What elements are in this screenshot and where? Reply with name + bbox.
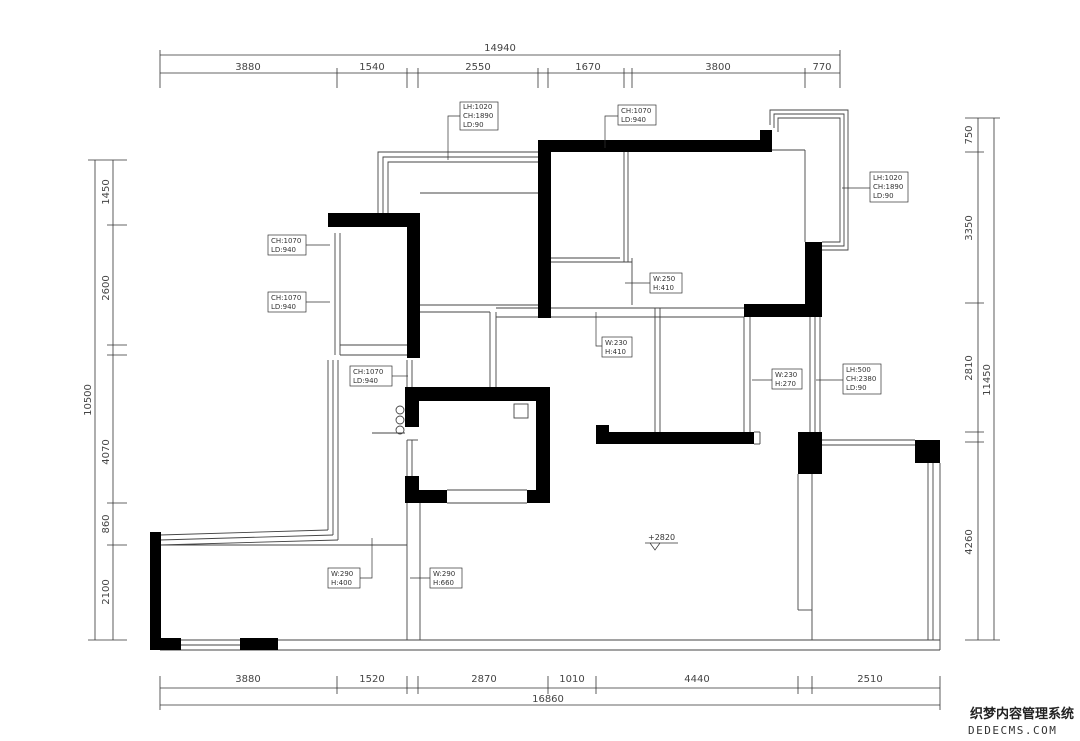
left-seg-label: 860 (101, 514, 112, 533)
elevation-label: +2820 (648, 533, 675, 542)
opening-tag-line: LD:940 (353, 377, 378, 385)
right-seg-label: 4260 (964, 529, 975, 554)
opening-tag: W:250 H:410 (649, 272, 683, 294)
top-seg-label: 1670 (575, 62, 600, 73)
bottom-dimension-chain (159, 676, 941, 710)
watermark: 织梦内容管理系统 DEDECMS.COM (968, 706, 1074, 737)
thin-walls (159, 109, 941, 651)
bottom-seg-label: 2510 (857, 674, 882, 685)
bottom-seg-label: 3880 (235, 674, 260, 685)
opening-tag-line: LH:500 (846, 366, 871, 374)
opening-tag: W:290 H:400 (327, 567, 361, 589)
opening-tag-line: CH:1890 (463, 112, 493, 120)
left-total-label: 10500 (83, 384, 94, 416)
opening-tag-line: LH:1020 (463, 103, 492, 111)
opening-tag-line: H:270 (775, 380, 796, 388)
left-seg-label: 2100 (101, 579, 112, 604)
top-dimension-chain (159, 50, 841, 88)
opening-tag-line: CH:1070 (271, 237, 301, 245)
top-seg-label: 770 (812, 62, 831, 73)
right-seg-label: 3350 (964, 215, 975, 240)
opening-tag: W:230 H:270 (771, 368, 803, 390)
opening-tag: W:290 H:660 (429, 567, 463, 589)
right-total-label: 11450 (982, 364, 993, 396)
opening-tag: LH:500 CH:2380 LD:90 (842, 363, 882, 395)
opening-tag-line: W:250 (653, 275, 675, 283)
top-seg-label: 3800 (705, 62, 730, 73)
opening-tag-line: H:410 (605, 348, 626, 356)
opening-tag-line: H:410 (653, 284, 674, 292)
opening-tag: CH:1070 LD:940 (617, 104, 657, 126)
right-seg-label: 750 (964, 125, 975, 144)
top-seg-label: 3880 (235, 62, 260, 73)
left-seg-label: 1450 (101, 179, 112, 204)
opening-tag-line: W:230 (775, 371, 797, 379)
opening-tag-line: H:660 (433, 579, 454, 587)
load-bearing-walls (150, 130, 940, 650)
bottom-seg-label: 2870 (471, 674, 496, 685)
opening-tag-line: LD:940 (271, 246, 296, 254)
left-seg-label: 4070 (101, 439, 112, 464)
left-dimension-chain (88, 159, 127, 641)
opening-tag: CH:1070 LD:940 (267, 234, 307, 256)
opening-tag-line: CH:1070 (353, 368, 383, 376)
opening-tag: CH:1070 LD:940 (267, 291, 307, 313)
left-seg-label: 2600 (101, 275, 112, 300)
opening-tag-line: CH:1070 (621, 107, 651, 115)
bottom-seg-label: 4440 (684, 674, 709, 685)
opening-tag: CH:1070 LD:940 (349, 365, 393, 387)
opening-tag-line: LD:940 (621, 116, 646, 124)
opening-tag-line: LD:940 (271, 303, 296, 311)
opening-tag: LH:1020 CH:1890 LD:90 (869, 171, 909, 203)
bottom-seg-label: 1010 (559, 674, 584, 685)
opening-tag-line: LD:90 (463, 121, 484, 129)
bottom-total-label: 16860 (532, 694, 564, 705)
opening-tag-line: CH:1070 (271, 294, 301, 302)
top-total-label: 14940 (484, 43, 516, 54)
watermark-line1: 织梦内容管理系统 (970, 706, 1074, 722)
opening-tag-line: W:290 (331, 570, 353, 578)
opening-tag-line: CH:1890 (873, 183, 903, 191)
top-seg-label: 1540 (359, 62, 384, 73)
opening-tag-line: LH:1020 (873, 174, 902, 182)
opening-tag-line: W:290 (433, 570, 455, 578)
opening-tag-line: LD:90 (873, 192, 894, 200)
right-seg-label: 2810 (964, 355, 975, 380)
top-seg-label: 2550 (465, 62, 490, 73)
opening-tag-line: LD:90 (846, 384, 867, 392)
opening-tag: LH:1020 CH:1890 LD:90 (459, 101, 499, 131)
right-dimension-chain (965, 117, 1000, 641)
watermark-line2: DEDECMS.COM (968, 724, 1057, 737)
opening-tag: W:230 H:410 (601, 336, 633, 358)
leader-lines (306, 115, 870, 579)
opening-tag-line: H:400 (331, 579, 352, 587)
opening-tag-line: W:230 (605, 339, 627, 347)
opening-tag-line: CH:2380 (846, 375, 876, 383)
elevation-marker: +2820 (645, 533, 678, 551)
bottom-seg-label: 1520 (359, 674, 384, 685)
